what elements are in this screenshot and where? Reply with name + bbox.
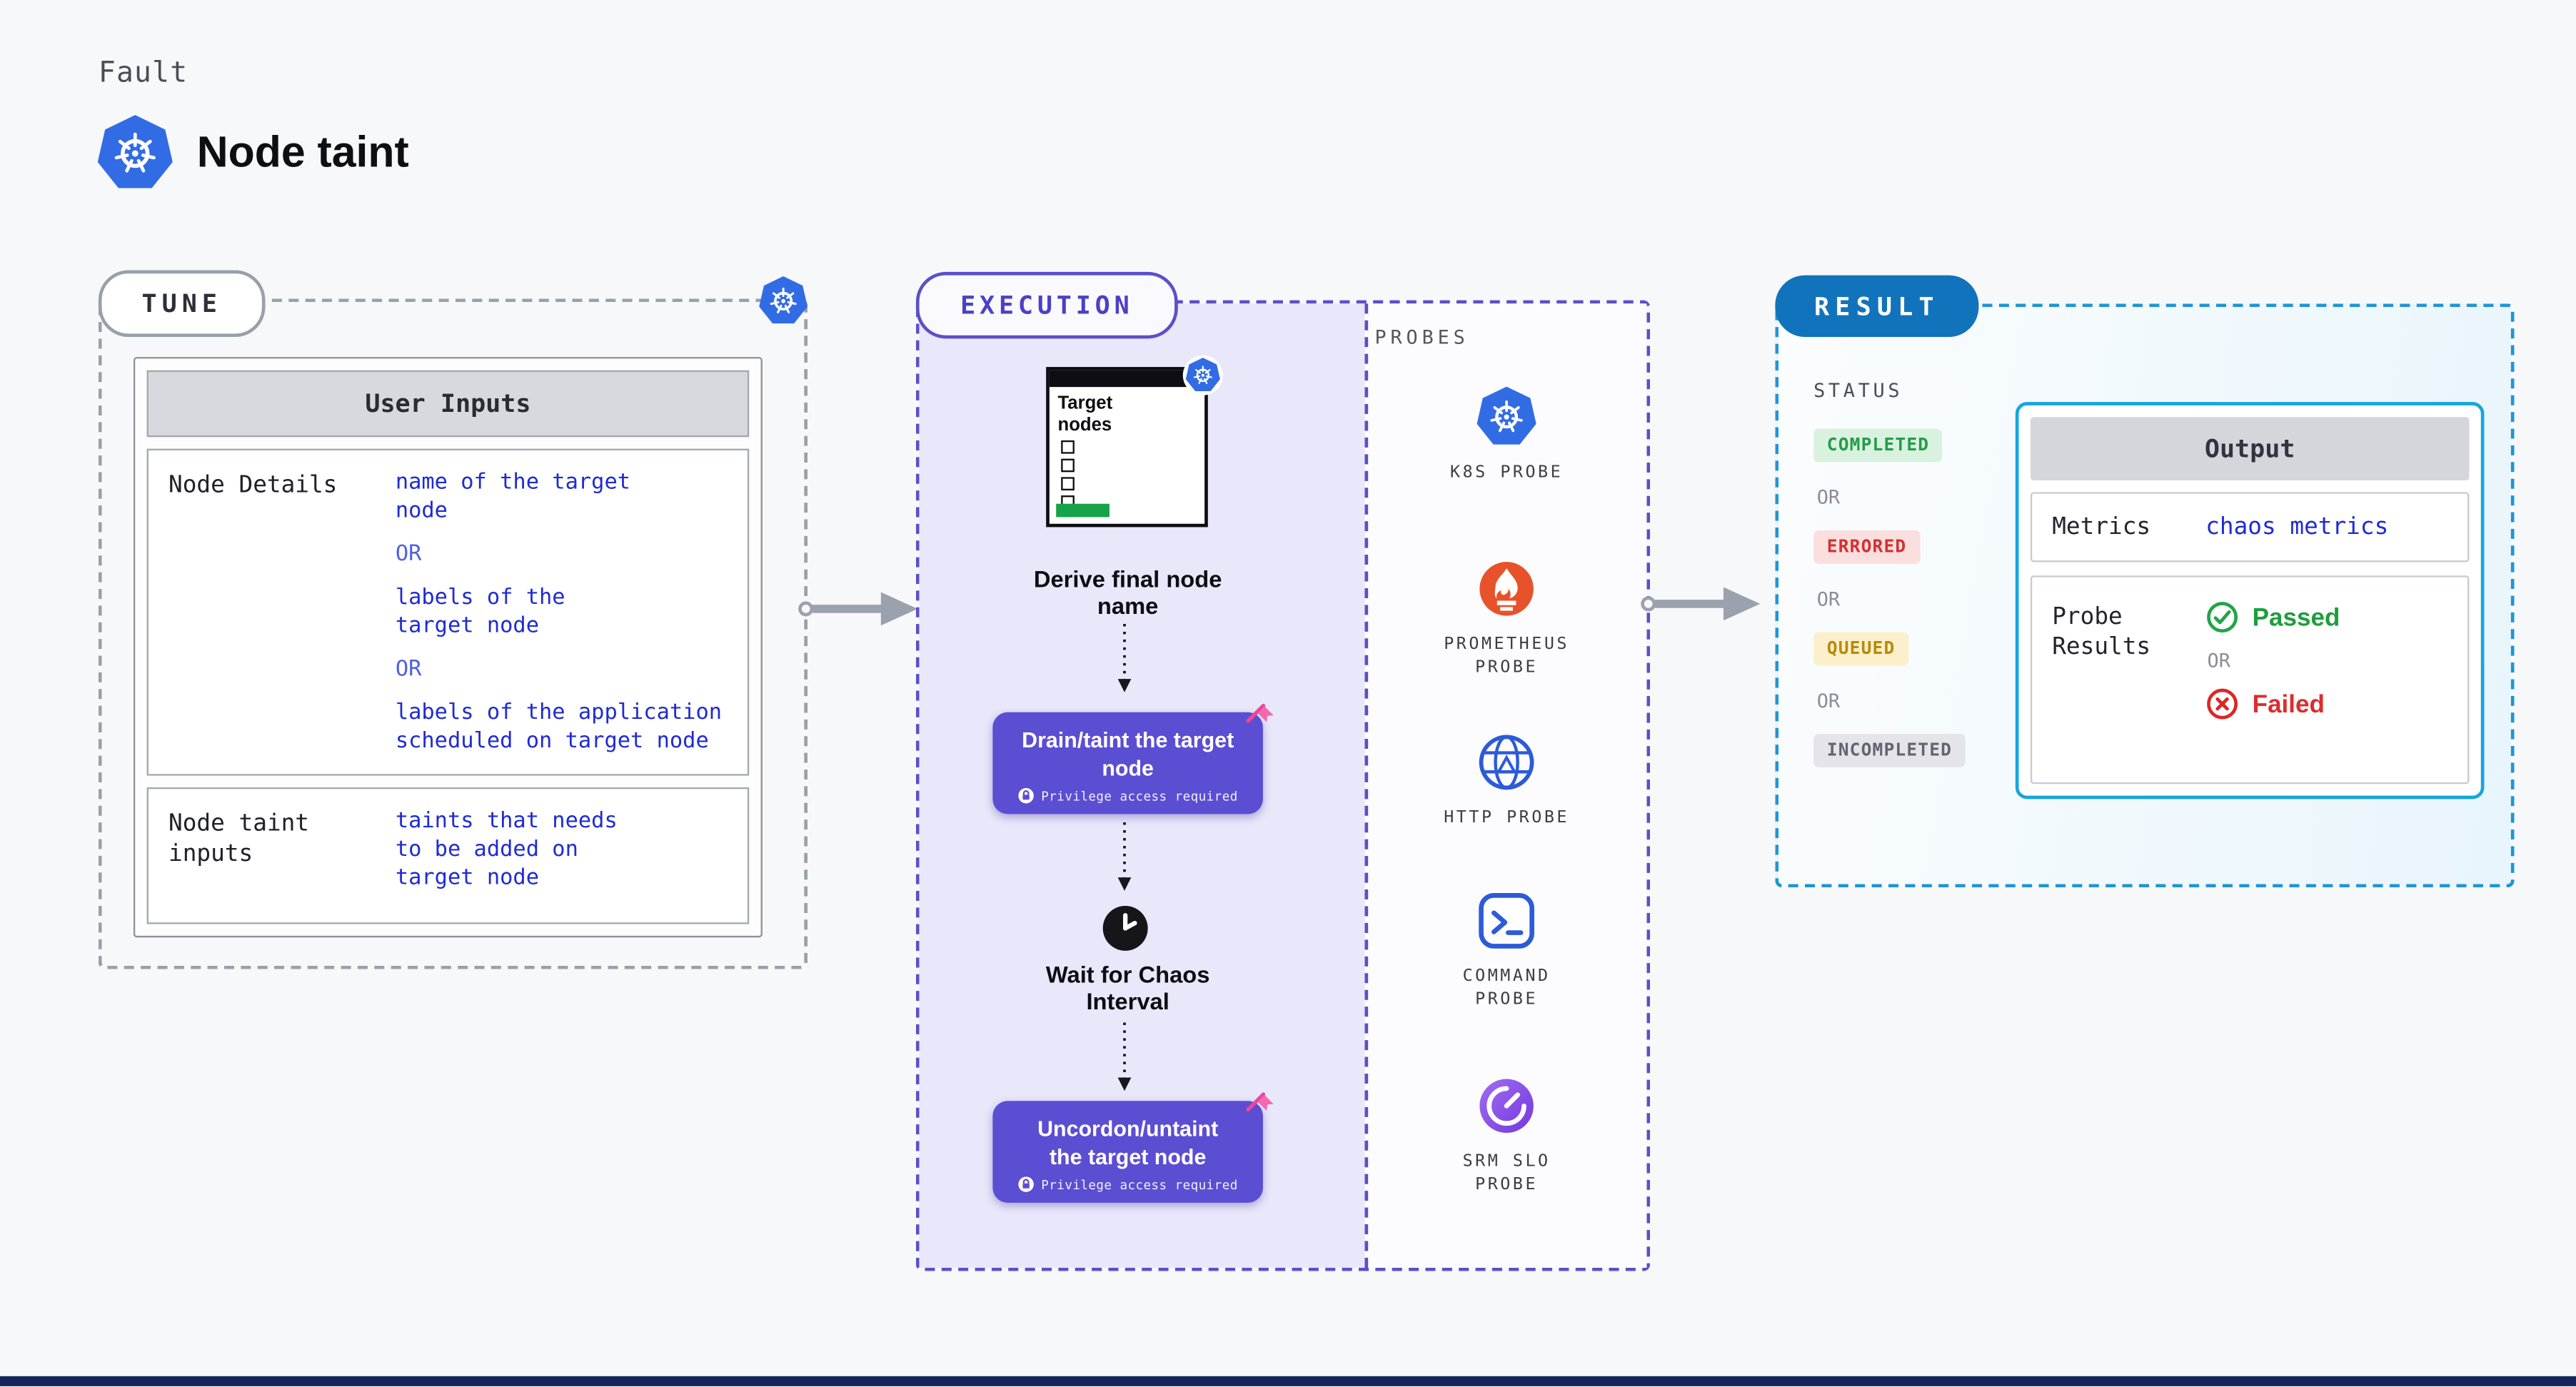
tune-section: TUNE User Inputs Node Details name of th…	[98, 270, 809, 969]
lock-icon	[1018, 1176, 1034, 1192]
http-globe-icon	[1479, 735, 1534, 790]
privilege-note: Privilege access required	[1041, 1176, 1238, 1192]
page-title: Node taint	[196, 126, 409, 177]
experiment-flag-icon	[1246, 1092, 1274, 1112]
kubernetes-icon	[95, 114, 175, 193]
check-circle-icon	[2207, 602, 2238, 633]
status-badge-completed: COMPLETED	[1813, 428, 1943, 463]
table-row: Node Details name of the target node OR …	[146, 448, 750, 776]
dotted-arrow-icon	[1116, 822, 1133, 892]
output-header: Output	[2030, 417, 2470, 480]
value-option: name of the target node	[395, 470, 631, 524]
value-option: labels of the target node	[395, 585, 565, 639]
progress-bar	[1056, 503, 1110, 518]
step-wait-chaos-interval: Wait for Chaos Interval	[1045, 960, 1210, 1014]
probe-item-srm-slo: SRM SLO PROBE	[1367, 1074, 1647, 1198]
probe-name: PROMETHEUS PROBE	[1444, 635, 1569, 677]
metrics-row: Metrics chaos metrics	[2030, 492, 2470, 563]
or-separator: OR	[1816, 485, 1841, 509]
probes-label: PROBES	[1374, 325, 1469, 349]
execution-section: EXECUTION Target nodes Derive final node…	[915, 271, 1651, 1271]
checkbox-glyph	[1061, 477, 1075, 491]
output-panel: Output Metrics chaos metrics Probe Resul…	[2015, 402, 2485, 800]
checkbox-glyph	[1061, 440, 1075, 454]
status-badge-incompleted: INCOMPLETED	[1813, 734, 1966, 767]
step-uncordon-untaint-node: Uncordon/untaint the target node Privile…	[992, 1092, 1274, 1203]
result-label: RESULT	[1775, 275, 1979, 338]
fault-kicker: Fault	[98, 56, 188, 91]
step-label: Drain/taint the target node	[1022, 727, 1234, 780]
result-section: RESULT STATUS COMPLETED OR ERRORED OR QU…	[1775, 275, 2515, 888]
checklist-title: Target nodes	[1057, 393, 1113, 435]
srm-slo-gauge-icon	[1479, 1079, 1534, 1134]
status-column: STATUS COMPLETED OR ERRORED OR QUEUED OR…	[1813, 378, 1966, 790]
or-separator: OR	[1816, 689, 1841, 712]
passed-value: Passed	[2252, 602, 2340, 632]
or-separator: OR	[1816, 587, 1841, 611]
checklist-header-bar	[1049, 370, 1205, 388]
or-separator: OR	[395, 657, 422, 682]
flow-arrow-icon	[1640, 584, 1767, 624]
value-option: labels of the application scheduled on t…	[395, 700, 723, 755]
failed-value: Failed	[2252, 690, 2325, 718]
user-inputs-table: User Inputs Node Details name of the tar…	[133, 357, 763, 938]
dotted-arrow-icon	[1116, 1022, 1133, 1093]
dotted-arrow-icon	[1116, 623, 1133, 694]
step-label: Uncordon/untaint the target node	[1037, 1116, 1219, 1169]
row-name: Node Details	[168, 472, 338, 499]
table-row: Node taint inputs taints that needs to b…	[146, 787, 750, 924]
checkbox-glyph	[1061, 458, 1075, 473]
probe-item-command: COMMAND PROBE	[1367, 889, 1647, 1013]
target-nodes-checklist: Target nodes	[1046, 355, 1223, 528]
step-derive-node-name: Derive final node name	[1033, 565, 1222, 619]
step-drain-taint-node: Drain/taint the target node Privilege ac…	[992, 703, 1274, 814]
kubernetes-icon	[1475, 385, 1539, 449]
probe-results-label: Probe Results	[2052, 603, 2151, 661]
x-circle-icon	[2207, 688, 2238, 720]
lock-icon	[1018, 787, 1034, 804]
probe-results-row: Probe Results Passed OR	[2030, 575, 2470, 785]
metrics-label: Metrics	[2052, 513, 2151, 541]
tune-label: TUNE	[98, 270, 266, 338]
kubernetes-icon	[1182, 355, 1223, 395]
command-terminal-icon	[1479, 893, 1534, 949]
row-name: Node taint inputs	[168, 810, 309, 868]
or-separator: OR	[395, 542, 422, 568]
status-label: STATUS	[1813, 378, 1903, 403]
status-badge-errored: ERRORED	[1813, 530, 1921, 564]
user-inputs-header: User Inputs	[146, 370, 750, 438]
flow-arrow-icon	[798, 589, 925, 629]
probe-name: COMMAND PROBE	[1462, 967, 1551, 1009]
probe-name: HTTP PROBE	[1444, 809, 1569, 828]
value-option: taints that needs to be added on target …	[395, 809, 618, 891]
probe-item-k8s: K8S PROBE	[1367, 385, 1647, 485]
probe-name: SRM SLO PROBE	[1462, 1152, 1551, 1195]
probe-item-http: HTTP PROBE	[1367, 731, 1647, 831]
row-value: name of the target node OR labels of the…	[392, 450, 748, 774]
execution-label: EXECUTION	[915, 271, 1178, 339]
privilege-note: Privilege access required	[1041, 788, 1238, 804]
probe-item-prometheus: PROMETHEUS PROBE	[1367, 557, 1647, 680]
kubernetes-icon	[758, 275, 809, 325]
prometheus-icon	[1479, 562, 1534, 616]
clock-icon	[1102, 905, 1148, 951]
or-separator: OR	[2207, 649, 2230, 672]
probe-name: K8S PROBE	[1450, 463, 1564, 483]
metrics-value: chaos metrics	[2205, 513, 2389, 541]
experiment-flag-icon	[1246, 703, 1274, 723]
status-badge-queued: QUEUED	[1813, 632, 1909, 666]
footer-strip	[0, 1376, 2576, 1387]
